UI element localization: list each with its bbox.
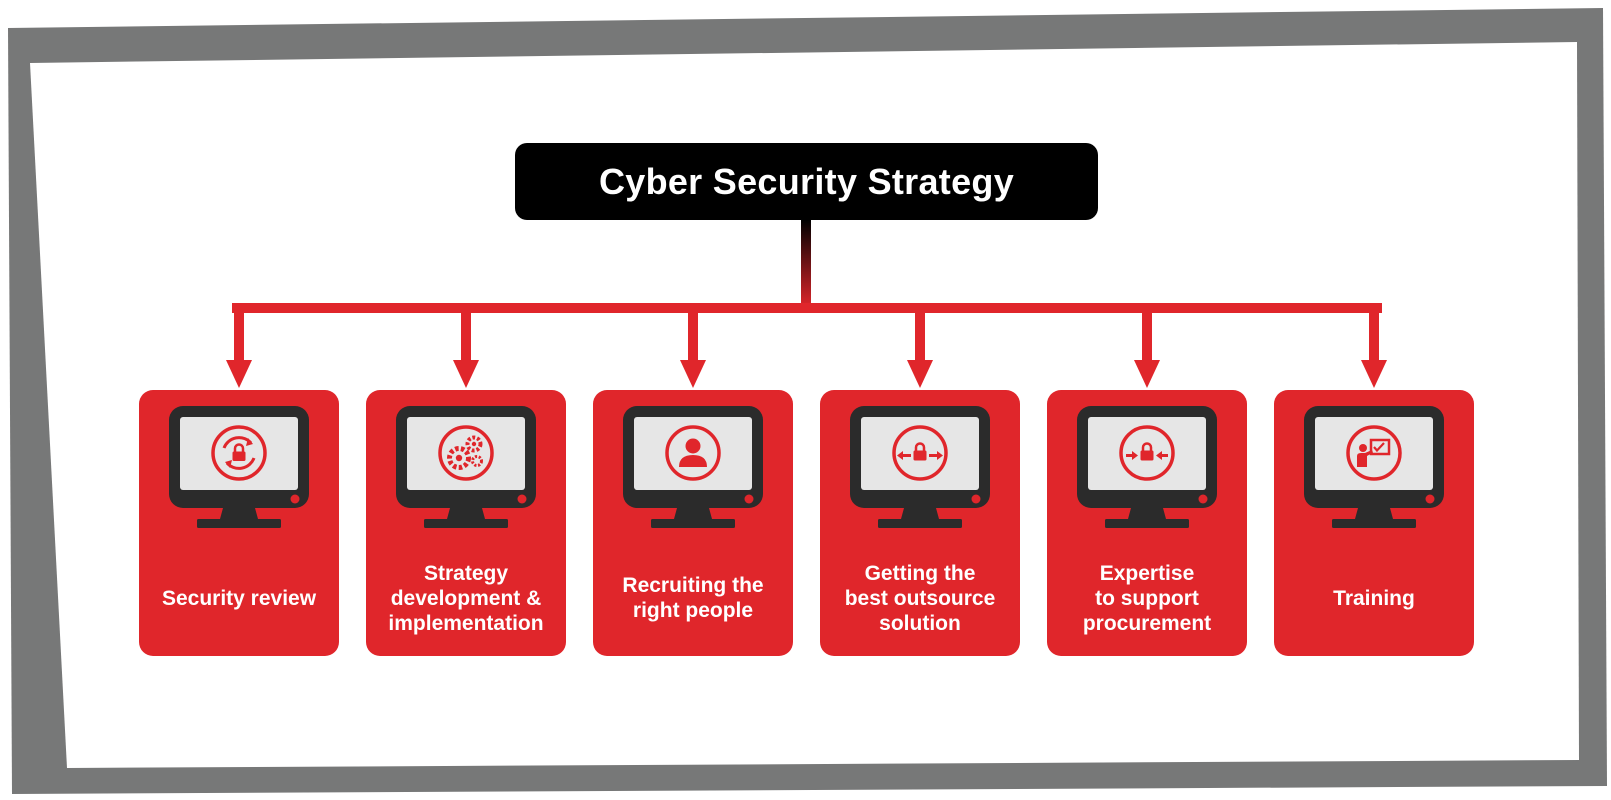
title-box: Cyber Security Strategy <box>515 143 1098 220</box>
monitor-icon <box>169 406 309 528</box>
bus-line <box>232 303 1382 313</box>
gears-icon <box>438 425 494 481</box>
arrow-shaft <box>915 306 925 362</box>
arrow-shaft <box>1369 306 1379 362</box>
monitor-icon <box>1304 406 1444 528</box>
monitor-icon <box>850 406 990 528</box>
card-recruiting: Recruiting the right people <box>593 390 793 656</box>
card-training: Training <box>1274 390 1474 656</box>
presentation-icon <box>1346 425 1402 481</box>
arrow-shaft <box>234 306 244 362</box>
card-outsource: Getting the best outsource solution <box>820 390 1020 656</box>
card-strategy-development: Strategy development & implementation <box>366 390 566 656</box>
arrow-head <box>453 360 479 388</box>
arrow-head <box>1361 360 1387 388</box>
person-icon <box>665 425 721 481</box>
arrow-head <box>1134 360 1160 388</box>
monitor-icon <box>396 406 536 528</box>
monitor-icon <box>1077 406 1217 528</box>
trunk-line <box>801 220 811 308</box>
card-label: Strategy development & implementation <box>388 561 544 635</box>
lock-arrows-in-icon <box>1119 425 1175 481</box>
arrow-shaft <box>461 306 471 362</box>
arrow-head <box>907 360 933 388</box>
arrow-head <box>680 360 706 388</box>
diagram-title: Cyber Security Strategy <box>598 160 1015 202</box>
arrow-shaft <box>1142 306 1152 362</box>
card-label: Training <box>1333 586 1415 610</box>
lock-refresh-icon <box>211 425 267 481</box>
monitor-icon <box>623 406 763 528</box>
card-label: Expertise to support procurement <box>1082 561 1212 635</box>
arrow-shaft <box>688 306 698 362</box>
card-label: Getting the best outsource solution <box>844 561 996 635</box>
card-procurement: Expertise to support procurement <box>1047 390 1247 656</box>
card-label: Recruiting the right people <box>622 574 764 622</box>
card-label: Security review <box>161 586 317 610</box>
arrow-head <box>226 360 252 388</box>
card-security-review: Security review <box>139 390 339 656</box>
lock-arrows-out-icon <box>892 425 948 481</box>
